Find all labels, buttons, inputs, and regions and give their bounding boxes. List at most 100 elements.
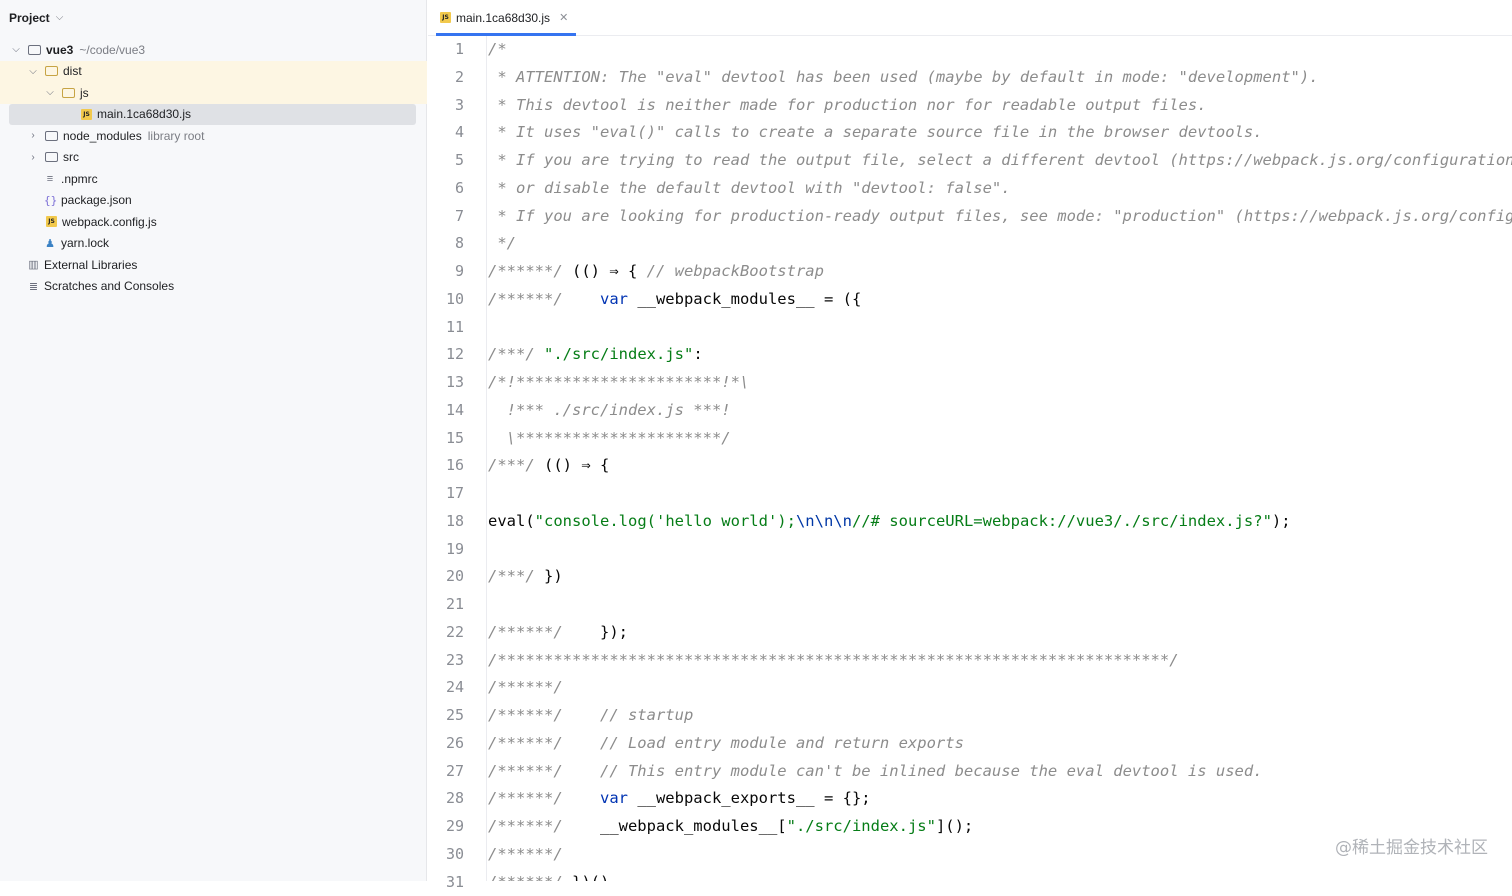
tree-item-node-modules[interactable]: › node_modules library root <box>0 125 427 147</box>
code-text: (() ⇒ { <box>535 456 610 474</box>
code-text: }) <box>535 567 563 585</box>
tab-main-file[interactable]: JS main.1ca68d30.js ✕ <box>436 0 576 35</box>
project-sidebar: Project ⌵ ⌵ vue3 ~/code/vue3 ⌵ dist ⌵ js… <box>0 0 427 881</box>
chevron-down-icon[interactable]: ⌵ <box>27 66 39 77</box>
project-view-selector[interactable]: Project ⌵ <box>0 0 426 35</box>
tree-item-npmrc[interactable]: ≡ .npmrc <box>0 168 427 190</box>
code-line: /******/ <box>488 674 1512 702</box>
folder-icon <box>28 45 41 55</box>
code-line: /******/ }); <box>488 619 1512 647</box>
project-title: Project <box>9 11 50 25</box>
code-line: /***/ }) <box>488 563 1512 591</box>
code-line: /***/ (() ⇒ { <box>488 452 1512 480</box>
line-number: 24 <box>428 674 486 702</box>
comment: /******/ <box>488 734 563 752</box>
comment: /***************************************… <box>488 651 1179 669</box>
comment: /******/ <box>488 678 563 696</box>
code-line: */ <box>488 230 1512 258</box>
tree-item-package-json[interactable]: {} package.json <box>0 190 427 212</box>
code-line: eval("console.log('hello world');\n\n\n/… <box>488 508 1512 536</box>
tree-item-external-libraries[interactable]: ▥ External Libraries <box>0 254 427 276</box>
code-line: * This devtool is neither made for produ… <box>488 92 1512 120</box>
keyword: var <box>563 789 628 807</box>
folder-icon <box>45 152 58 162</box>
code-line: * If you are trying to read the output f… <box>488 147 1512 175</box>
comment: /* <box>488 40 507 58</box>
code-area[interactable]: /* * ATTENTION: The "eval" devtool has b… <box>488 36 1512 881</box>
line-number: 20 <box>428 563 486 591</box>
tree-item-dist[interactable]: ⌵ dist <box>0 61 427 83</box>
tree-item-label: src <box>63 150 79 164</box>
tree-item-src[interactable]: › src <box>0 147 427 169</box>
tree-item-scratches[interactable]: ≣ Scratches and Consoles <box>0 276 427 298</box>
code-text: ](); <box>936 817 973 835</box>
editor-panel: JS main.1ca68d30.js ✕ 1 2 3 4 5 6 7 8 9 … <box>428 0 1512 881</box>
code-line: /******/ var __webpack_exports__ = {}; <box>488 785 1512 813</box>
chevron-down-icon[interactable]: ⌵ <box>44 87 56 98</box>
tree-item-yarn-lock[interactable]: ♟ yarn.lock <box>0 233 427 255</box>
line-number: 23 <box>428 647 486 675</box>
tree-item-vue3[interactable]: ⌵ vue3 ~/code/vue3 <box>0 39 427 61</box>
comment: /******/ <box>488 762 563 780</box>
string: "./src/index.js" <box>787 817 936 835</box>
comment: /******/ <box>488 845 563 863</box>
tree-item-main-file[interactable]: JS main.1ca68d30.js <box>9 104 416 126</box>
line-number: 1 <box>428 36 486 64</box>
line-number: 13 <box>428 369 486 397</box>
code-text: __webpack_modules__ = ({ <box>628 290 861 308</box>
comment: // This entry module can't be inlined be… <box>563 762 1263 780</box>
comment: /******/ <box>488 262 563 280</box>
code-line: /******/ (() ⇒ { // webpackBootstrap <box>488 258 1512 286</box>
tree-item-label: js <box>80 86 89 100</box>
line-number: 21 <box>428 591 486 619</box>
line-number: 5 <box>428 147 486 175</box>
line-number: 22 <box>428 619 486 647</box>
comment: /******/ <box>488 706 563 724</box>
code-text: eval( <box>488 512 535 530</box>
code-line: * If you are looking for production-read… <box>488 203 1512 231</box>
text-file-icon: ≡ <box>44 173 56 185</box>
tree-item-label: External Libraries <box>44 258 137 272</box>
line-number-gutter: 1 2 3 4 5 6 7 8 9 10 11 12 13 14 15 16 1… <box>428 36 487 881</box>
line-number: 19 <box>428 536 486 564</box>
editor-tab-bar: JS main.1ca68d30.js ✕ <box>428 0 1512 36</box>
chevron-down-icon[interactable]: ⌵ <box>10 44 22 55</box>
line-number: 27 <box>428 758 486 786</box>
comment: /******/ <box>488 789 563 807</box>
comment: /******/ <box>488 623 563 641</box>
code-text: __webpack_exports__ = {}; <box>628 789 871 807</box>
tree-item-label: webpack.config.js <box>62 215 157 229</box>
code-line: /* <box>488 36 1512 64</box>
code-text: })() <box>563 873 610 882</box>
code-text: : <box>693 345 702 363</box>
code-line <box>488 591 1512 619</box>
tree-item-webpack-config[interactable]: JS webpack.config.js <box>0 211 427 233</box>
tree-item-js[interactable]: ⌵ js <box>0 82 427 104</box>
watermark: @稀土掘金技术社区 <box>1335 833 1488 858</box>
code-text: }); <box>563 623 628 641</box>
tree-item-label: package.json <box>61 193 132 207</box>
line-number: 7 <box>428 203 486 231</box>
comment: * If you are trying to read the output f… <box>488 151 1512 169</box>
json-file-icon: {} <box>44 194 56 207</box>
close-icon[interactable]: ✕ <box>559 11 568 24</box>
comment: // startup <box>563 706 694 724</box>
tree-item-label: node_modules <box>63 129 142 143</box>
comment: * If you are looking for production-read… <box>488 207 1512 225</box>
javascript-file-icon: JS <box>81 109 92 120</box>
chevron-right-icon[interactable]: › <box>27 152 39 163</box>
tree-item-path: ~/code/vue3 <box>79 43 145 57</box>
line-number: 12 <box>428 341 486 369</box>
javascript-file-icon: JS <box>46 216 57 227</box>
chevron-right-icon[interactable]: › <box>27 130 39 141</box>
code-line <box>488 480 1512 508</box>
comment: /***/ <box>488 456 535 474</box>
line-number: 30 <box>428 841 486 869</box>
line-number: 18 <box>428 508 486 536</box>
string: "./src/index.js" <box>535 345 694 363</box>
code-line: * It uses "eval()" calls to create a sep… <box>488 119 1512 147</box>
line-number: 11 <box>428 314 486 342</box>
line-number: 25 <box>428 702 486 730</box>
line-number: 17 <box>428 480 486 508</box>
javascript-file-icon: JS <box>440 12 451 23</box>
